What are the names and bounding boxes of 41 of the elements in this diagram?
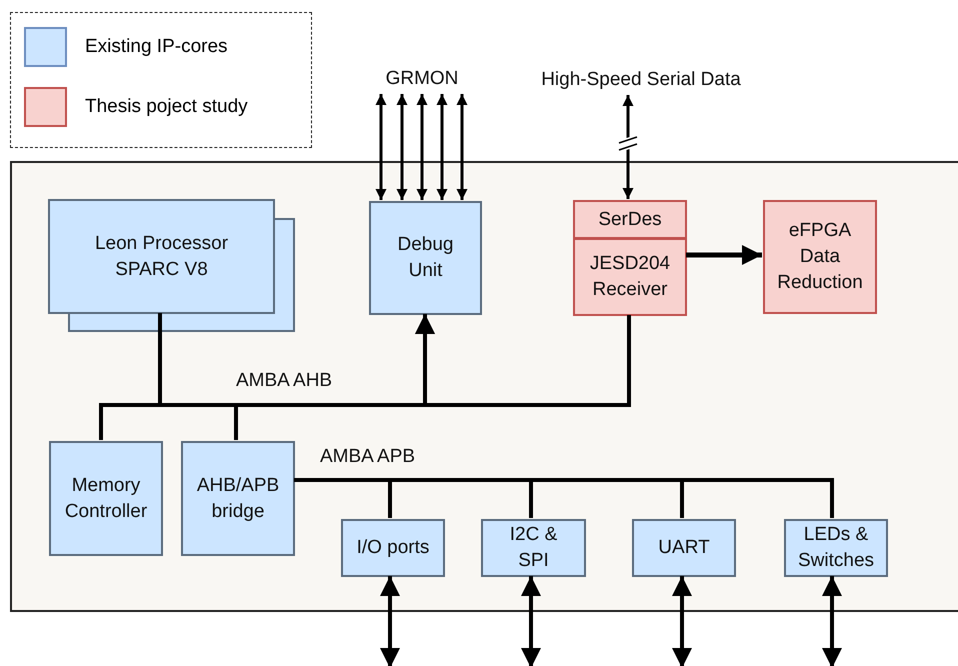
block-label: JESD204 Receiver <box>588 252 672 302</box>
arrow <box>416 94 428 200</box>
block-label: Leon Processor SPARC V8 <box>94 232 230 282</box>
ip-core-box <box>48 199 275 314</box>
arrow <box>456 94 468 200</box>
block-label: eFPGA Data Reduction <box>776 219 864 295</box>
block-label: Debug Unit <box>396 233 454 283</box>
arrow <box>521 576 541 666</box>
chip-panel <box>10 161 958 612</box>
ip-core-box <box>341 519 445 577</box>
interface-label: High-Speed Serial Data <box>541 68 741 92</box>
block-label: AHB/APB bridge <box>196 474 280 524</box>
arrow <box>436 94 448 200</box>
block-label: I2C & SPI <box>508 523 558 573</box>
ip-core-box <box>369 201 482 315</box>
bus-label: AMBA APB <box>320 446 416 468</box>
legend-label: Thesis poject study <box>85 96 248 118</box>
arrow <box>396 94 408 200</box>
arrow <box>376 94 386 200</box>
interface-label: GRMON <box>386 67 458 91</box>
ip-core-box <box>573 200 687 239</box>
arrow <box>415 314 631 407</box>
block-label: I/O ports <box>356 536 430 560</box>
arrow <box>622 95 634 199</box>
ip-core-box <box>784 519 888 577</box>
ip-core-box <box>573 238 687 316</box>
ip-core-box <box>181 441 295 556</box>
block-label: LEDs & Switches <box>796 523 876 573</box>
ip-core-box <box>49 441 163 556</box>
ip-core-box <box>632 519 736 577</box>
ip-core-box <box>763 200 877 314</box>
arrow <box>672 576 692 666</box>
block-label: SerDes <box>598 208 662 232</box>
arrow <box>686 245 762 265</box>
ip-core-box <box>481 519 586 577</box>
block-label: UART <box>658 536 710 560</box>
block-label: Memory Controller <box>64 474 148 524</box>
legend-label: Existing IP-cores <box>85 36 228 58</box>
arrow <box>380 576 400 666</box>
arrow <box>822 576 842 666</box>
bus-label: AMBA AHB <box>236 370 332 392</box>
